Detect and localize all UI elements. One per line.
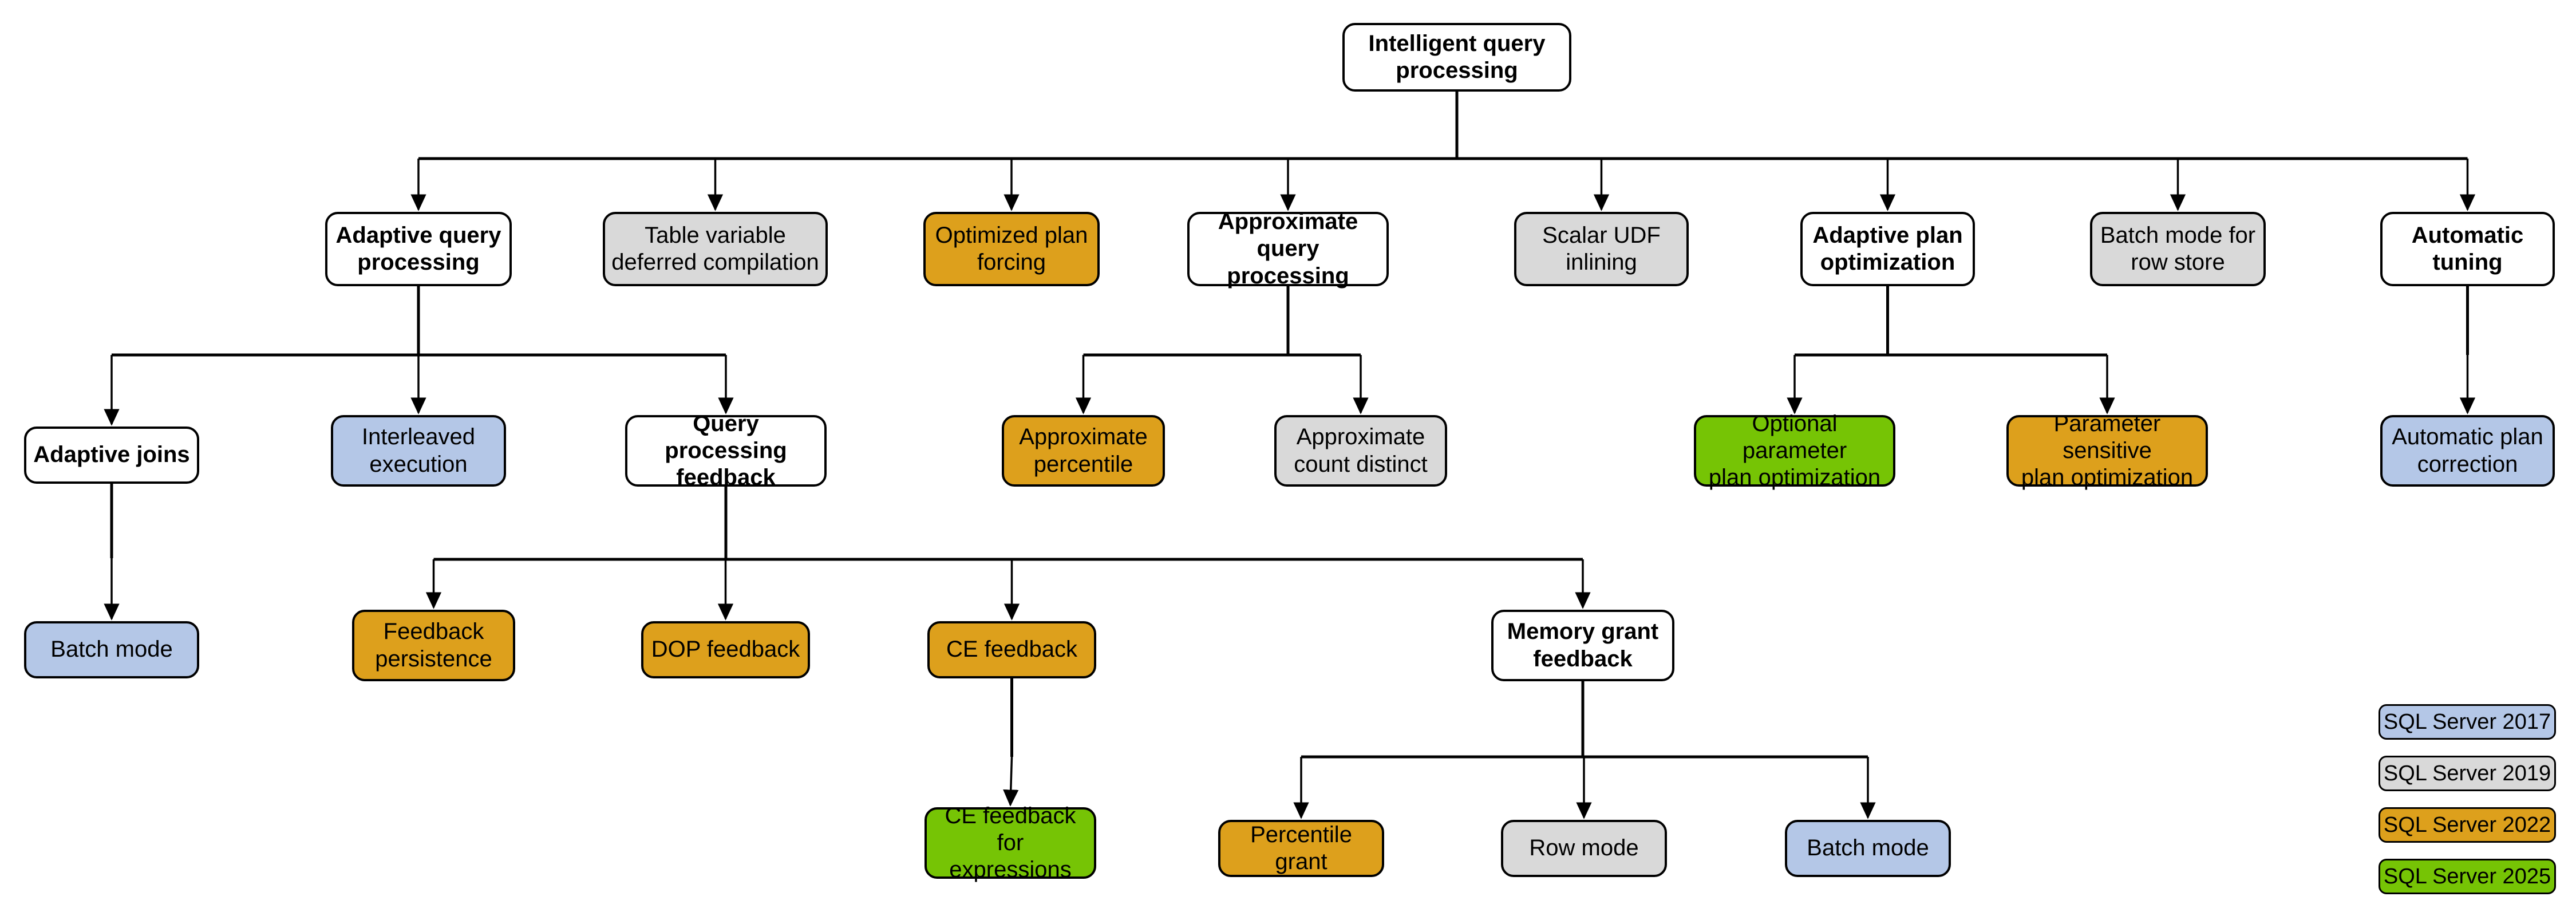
- node-label: CE feedback: [946, 637, 1078, 662]
- legend-item-sql-server-2017[interactable]: SQL Server 2017: [2379, 704, 2556, 740]
- node-label: Percentile grant: [1250, 822, 1352, 874]
- node-percentile-grant[interactable]: Percentile grant: [1218, 820, 1384, 877]
- node-label: DOP feedback: [651, 637, 800, 662]
- node-label: Adaptive joins: [33, 442, 190, 468]
- node-ce-feedback[interactable]: CE feedback: [927, 621, 1096, 678]
- legend-item-sql-server-2022[interactable]: SQL Server 2022: [2379, 807, 2556, 843]
- legend-item-label: SQL Server 2019: [2383, 761, 2551, 785]
- node-label: Row mode: [1529, 835, 1639, 861]
- legend-item-sql-server-2025[interactable]: SQL Server 2025: [2379, 859, 2556, 894]
- node-adaptive-joins[interactable]: Adaptive joins: [24, 427, 199, 484]
- node-batch-mode[interactable]: Batch mode: [1785, 820, 1951, 877]
- legend-item-label: SQL Server 2025: [2383, 864, 2551, 889]
- legend-item-sql-server-2019[interactable]: SQL Server 2019: [2379, 756, 2556, 791]
- node-label: Batch mode: [50, 637, 173, 662]
- node-dop-feedback[interactable]: DOP feedback: [641, 621, 810, 678]
- connector-cefb-to-cefbexpr: [1003, 756, 1019, 807]
- legend-item-label: SQL Server 2017: [2383, 709, 2551, 734]
- node-batch-mode[interactable]: Batch mode: [24, 621, 199, 678]
- connector-lines: [104, 92, 2476, 819]
- legend-item-label: SQL Server 2022: [2383, 812, 2551, 837]
- node-row-mode[interactable]: Row mode: [1501, 820, 1667, 877]
- node-label: Batch mode: [1807, 835, 1929, 861]
